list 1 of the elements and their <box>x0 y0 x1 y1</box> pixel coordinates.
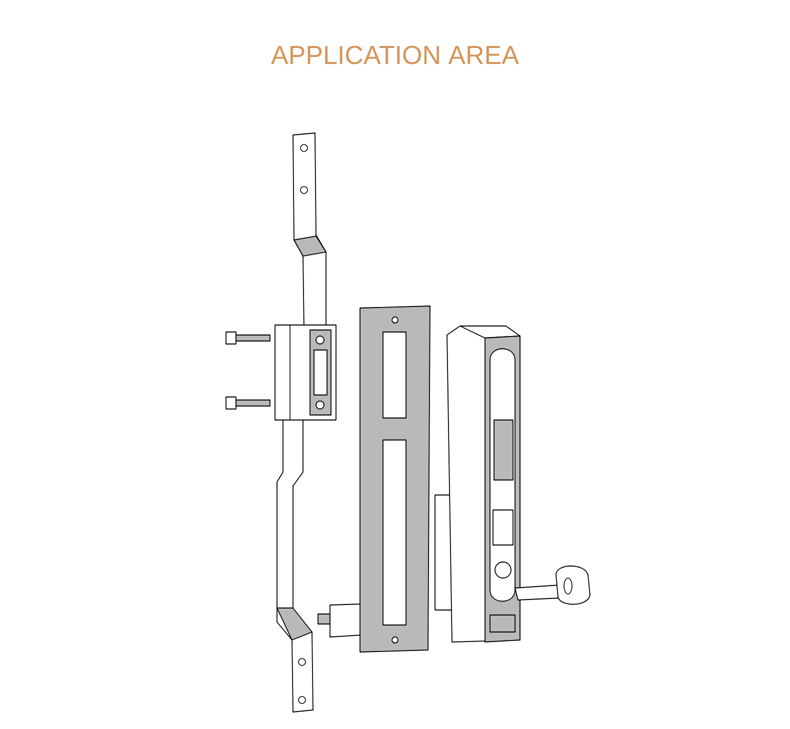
title: APPLICATION AREA <box>271 46 519 64</box>
